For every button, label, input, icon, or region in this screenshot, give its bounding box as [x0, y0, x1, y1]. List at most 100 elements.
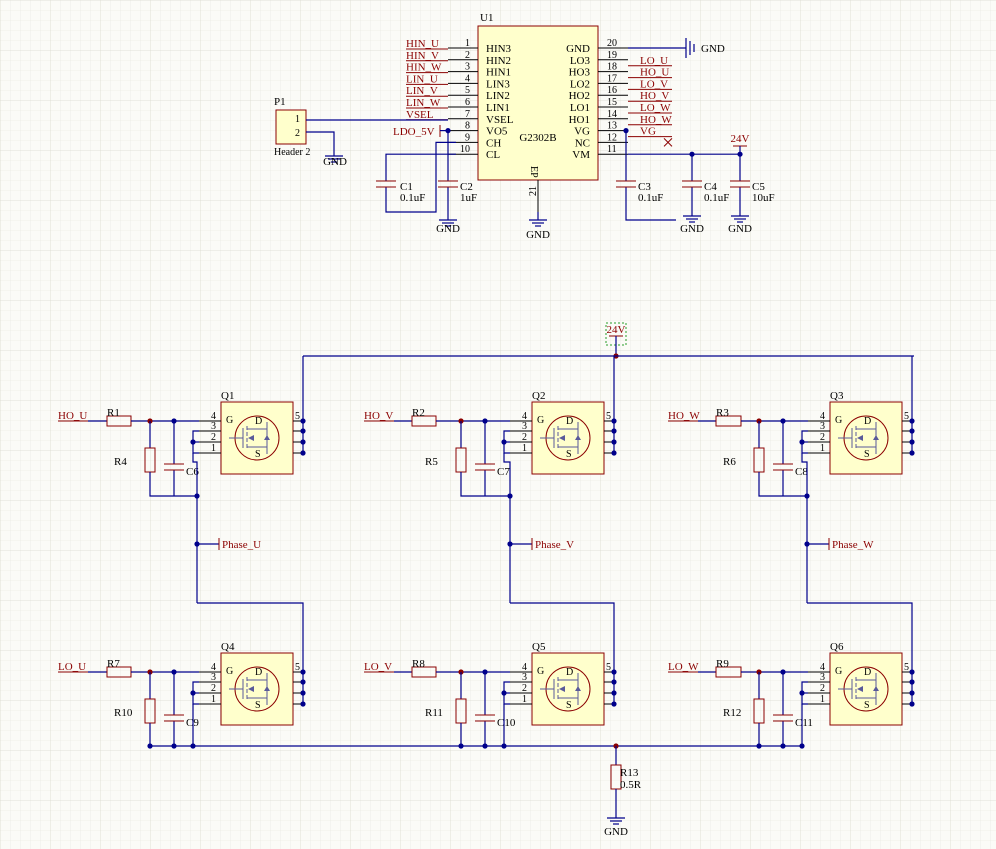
wire [192, 453, 198, 603]
g-label: G [537, 415, 544, 426]
mosfet-ref: Q4 [221, 641, 235, 653]
resistor-ref: R5 [425, 456, 438, 468]
pin-number: 2 [820, 683, 825, 694]
cap-ref: C1 [400, 181, 413, 193]
pin-number: 5 [295, 662, 300, 673]
pin-name: LO3 [570, 55, 591, 67]
resistor-ref: R11 [425, 707, 443, 719]
pin-number: 3 [522, 672, 527, 683]
pin-number: 3 [211, 672, 216, 683]
phase-flag-label: Phase_U [222, 539, 261, 551]
wire [510, 602, 615, 672]
pin-number: 15 [607, 97, 617, 108]
pin-name: VSEL [486, 114, 514, 126]
junction [190, 439, 196, 445]
cap-value: 1uF [460, 192, 477, 204]
pin-name: HIN1 [486, 67, 511, 79]
pin-number: 18 [607, 62, 617, 73]
pin-number: 4 [820, 662, 825, 673]
g-label: G [226, 415, 233, 426]
pin-name: LO1 [570, 102, 590, 114]
mosfet-ref: Q3 [830, 390, 844, 402]
capacitor: C6 [164, 456, 199, 478]
resistor-ref: R9 [716, 658, 729, 670]
net-label: HO_W [640, 114, 672, 126]
resistor-ref: R13 [620, 767, 639, 779]
pin-name: HIN2 [486, 55, 511, 67]
pin-number: 4 [465, 73, 470, 84]
pin-number: 2 [522, 432, 527, 443]
arrow [857, 686, 863, 692]
pin-name: VO5 [486, 126, 508, 138]
pin-name: LO2 [570, 78, 590, 90]
d-label: D [864, 667, 871, 678]
phase-flag: Phase_W [828, 538, 874, 551]
capacitor: C10 [475, 707, 516, 729]
pin-number: 14 [607, 109, 617, 120]
signal-net-label: HO_V [364, 410, 393, 422]
d-label: D [864, 416, 871, 427]
pin-number: 12 [607, 132, 617, 143]
net-label: LIN_W [406, 97, 441, 109]
net-label: HO_U [640, 67, 669, 79]
pin-number: 1 [820, 694, 825, 705]
diode-arrow [264, 435, 270, 440]
wire [385, 141, 456, 213]
pin-number: 1 [522, 694, 527, 705]
pin-number: 16 [607, 85, 617, 96]
diode-arrow [873, 435, 879, 440]
net-label: LO_W [640, 102, 671, 114]
pin-number: 2 [211, 683, 216, 694]
phase-flag: Phase_V [531, 538, 574, 551]
net-label: LIN_U [406, 73, 438, 85]
pin-number: 5 [295, 411, 300, 422]
resistor-ref: R6 [723, 456, 736, 468]
pin-name: LIN1 [486, 102, 510, 114]
pin-number: 11 [607, 144, 617, 155]
gnd-label: GND [526, 229, 550, 241]
pin-number: 4 [522, 662, 527, 673]
pin-number: 4 [211, 411, 216, 422]
pin-number: 3 [522, 421, 527, 432]
pin-name: LIN3 [486, 78, 510, 90]
mosfet-ref: Q2 [532, 390, 545, 402]
g-label: G [537, 666, 544, 677]
junction [501, 690, 507, 696]
u1-pin-right: 17 LO2 LO_V [570, 73, 672, 90]
net-label: LO_V [640, 78, 668, 90]
resistor-ref: R3 [716, 407, 729, 419]
pin-number: 5 [904, 411, 909, 422]
wire [801, 453, 808, 603]
s-label: S [566, 700, 572, 711]
capacitor: C7 [475, 456, 510, 478]
d-label: D [566, 416, 573, 427]
resistor-ref: R2 [412, 407, 425, 419]
signal-net-label: LO_W [668, 661, 699, 673]
d-label: D [566, 667, 573, 678]
pin-name: HIN3 [486, 43, 512, 55]
junction [190, 690, 196, 696]
g-label: G [835, 666, 842, 677]
v24-label: 24V [731, 133, 750, 145]
net-label: LO_U [640, 55, 668, 67]
junction [799, 439, 805, 445]
s-label: S [566, 449, 572, 460]
pin-number: 5 [904, 662, 909, 673]
gnd-label: GND [680, 223, 704, 235]
pin-number: 9 [465, 132, 470, 143]
pin-name: CL [486, 149, 500, 161]
cap-ref: C7 [497, 466, 510, 478]
gnd-label: GND [728, 223, 752, 235]
net-label: HIN_U [406, 38, 439, 50]
pin-number: 17 [607, 73, 617, 84]
